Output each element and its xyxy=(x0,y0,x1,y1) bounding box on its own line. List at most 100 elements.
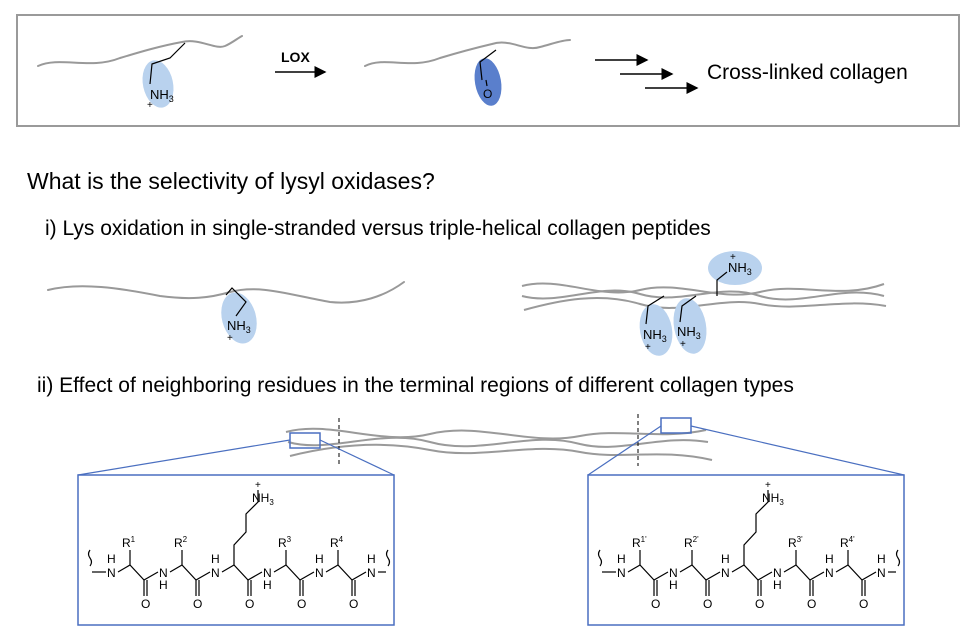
oxygen-label: O xyxy=(859,597,868,611)
amine-highlight-2 xyxy=(221,292,257,344)
zoom-line-right-a xyxy=(587,425,662,476)
hydrogen-label: H xyxy=(721,552,730,566)
oxygen-label: O xyxy=(703,597,712,611)
lysine-sidechain-3 xyxy=(716,271,728,296)
r4-label: R4 xyxy=(330,535,344,550)
nitrogen-label: N xyxy=(825,566,834,580)
left-peptide-panel: N H N H N H N H N H N H O O O O O R1 R2 … xyxy=(77,474,395,626)
lysine-sidechain-5 xyxy=(679,295,697,323)
r2-label: R2 xyxy=(174,535,188,550)
amine-label-3: NH3 xyxy=(728,260,752,277)
aldehyde-chain xyxy=(479,49,497,81)
backbone-5 xyxy=(835,564,877,581)
charge-5: + xyxy=(680,339,686,350)
r2-prime-label: R2' xyxy=(684,535,699,550)
backbone-1 xyxy=(117,564,159,581)
backbone-3 xyxy=(221,564,263,581)
oxygen-label: O xyxy=(755,597,764,611)
carbonyl-3 xyxy=(757,580,762,596)
left-peptide-structure: N H N H N H N H N H N H O O O O O R1 R2 … xyxy=(87,480,391,611)
carbonyl-1 xyxy=(653,580,658,596)
hydrogen-label: H xyxy=(825,552,834,566)
nitrogen-label: N xyxy=(617,566,626,580)
nitrogen-label: N xyxy=(159,566,168,580)
oxygen-label: O xyxy=(651,597,660,611)
charge-3: + xyxy=(730,252,736,263)
hydrogen-label: H xyxy=(367,552,376,566)
amine-label-1: NH3 xyxy=(150,87,174,104)
oxygen-label: O xyxy=(297,597,306,611)
long-helix-a xyxy=(285,427,707,440)
left-peptide-frame xyxy=(77,474,395,626)
lysine-sidechain-4 xyxy=(645,295,665,325)
hydrogen-label: H xyxy=(877,552,886,566)
carbonyl-4 xyxy=(809,580,814,596)
hydrogen-label: H xyxy=(669,578,678,592)
backbone-1 xyxy=(627,564,669,581)
hydrogen-label: H xyxy=(773,578,782,592)
r4-prime-label: R4' xyxy=(840,535,855,550)
amine-label-2: NH3 xyxy=(227,318,251,335)
wavy-end-left xyxy=(597,549,603,567)
charge-1: + xyxy=(147,100,153,111)
charge-2: + xyxy=(227,333,233,344)
aldehyde-bond xyxy=(485,79,488,87)
long-helix-c xyxy=(289,443,713,461)
top-panel: NH3 + LOX O Cross-linked collagen xyxy=(16,14,960,127)
nitrogen-label: N xyxy=(211,566,220,580)
nitrogen-label: N xyxy=(669,566,678,580)
nitrogen-label: N xyxy=(721,566,730,580)
backbone-3 xyxy=(731,564,773,581)
r3-prime-label: R3' xyxy=(788,535,803,550)
lysine-charge-left: + xyxy=(255,480,261,491)
carbonyl-2 xyxy=(195,580,200,596)
lox-label: LOX xyxy=(281,49,310,65)
nitrogen-label: N xyxy=(773,566,782,580)
lysine-chain-left xyxy=(233,490,259,565)
oxygen-label: O xyxy=(193,597,202,611)
collagen-strand-2 xyxy=(364,39,571,67)
wavy-end-right xyxy=(895,549,901,567)
carbonyl-4 xyxy=(299,580,304,596)
nitrogen-label: N xyxy=(877,566,886,580)
hydrogen-label: H xyxy=(107,552,116,566)
collagen-strand-1 xyxy=(37,35,243,67)
oxygen-label: O xyxy=(349,597,358,611)
oxygen-label: O xyxy=(141,597,150,611)
single-strand-illustration: NH3 + xyxy=(47,281,405,344)
helix-strand-a xyxy=(521,282,885,296)
nitrogen-label: N xyxy=(107,566,116,580)
amine-label-4: NH3 xyxy=(643,327,667,344)
carbonyl-5 xyxy=(351,580,356,596)
r1-prime-label: R1' xyxy=(632,535,647,550)
r1-label: R1 xyxy=(122,535,136,550)
section-i-title: i) Lys oxidation in single-stranded vers… xyxy=(45,217,711,240)
lysine-sidechain-1 xyxy=(149,42,186,85)
amine-highlight-1 xyxy=(142,60,174,108)
carbonyl-1 xyxy=(143,580,148,596)
carbonyl-5 xyxy=(861,580,866,596)
nitrogen-label: N xyxy=(315,566,324,580)
zoom-line-left-b xyxy=(319,439,395,476)
nitrogen-label: N xyxy=(367,566,376,580)
zoom-line-right-b xyxy=(690,425,905,476)
lysine-charge-right: + xyxy=(765,480,771,491)
lysine-chain-right xyxy=(743,490,769,565)
wavy-end-left xyxy=(87,549,93,567)
hydrogen-label: H xyxy=(263,578,272,592)
hydrogen-label: H xyxy=(211,552,220,566)
helix-strand-b xyxy=(521,289,885,301)
right-peptide-structure: N H N H N H N H N H N H O O O O O R1' R2… xyxy=(597,480,901,611)
zoom-line-left-a xyxy=(77,439,291,476)
carbonyl-3 xyxy=(247,580,252,596)
helix-strand-c xyxy=(523,296,887,311)
lysine-amine-right: NH3 xyxy=(762,491,784,507)
hydrogen-label: H xyxy=(159,578,168,592)
zoom-region-right xyxy=(660,417,692,434)
right-peptide-panel: N H N H N H N H N H N H O O O O O R1' R2… xyxy=(587,474,905,626)
long-triple-helix xyxy=(285,414,713,466)
backbone-2 xyxy=(679,564,721,581)
oxygen-label: O xyxy=(807,597,816,611)
triple-helix-illustration: NH3 + NH3 + NH3 + xyxy=(521,251,887,356)
backbone-4 xyxy=(273,564,315,581)
